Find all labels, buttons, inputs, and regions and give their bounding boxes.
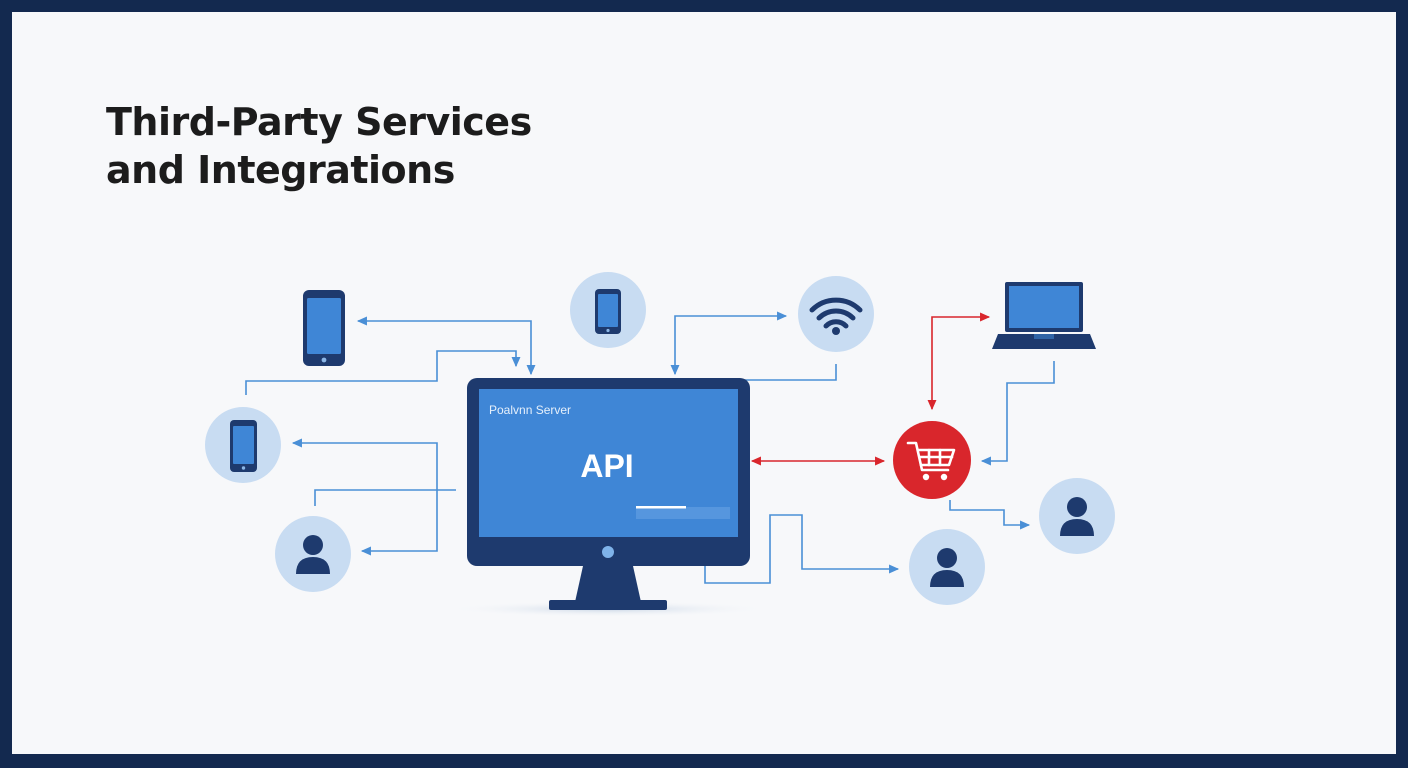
- connector-server-to-wifi-return: [662, 364, 837, 381]
- monitor-power-dot: [602, 546, 614, 558]
- page-title-line-1: Third-Party Services: [106, 100, 532, 144]
- page-title-line-2: and Integrations: [106, 148, 455, 192]
- smartphone-icon[interactable]: [303, 290, 345, 366]
- connector-laptop-to-cart: [980, 361, 1055, 466]
- connector-phone-mid-to-server: [291, 438, 438, 556]
- smartphone-icon[interactable]: [570, 272, 646, 348]
- connector-phone-top-to-server: [356, 316, 536, 376]
- connectors-red: [750, 312, 991, 466]
- screen-progress-track: [636, 507, 730, 519]
- connector-phone-left-to-server: [245, 350, 521, 395]
- connector-wifi-to-server: [670, 311, 788, 376]
- connector-cart-to-laptop: [927, 312, 991, 411]
- wifi-icon[interactable]: [798, 276, 874, 352]
- user-icon[interactable]: [1039, 478, 1115, 554]
- monitor-neck: [575, 566, 641, 602]
- connectors: [245, 311, 1055, 584]
- laptop-icon[interactable]: [992, 282, 1096, 349]
- user-icon[interactable]: [909, 529, 985, 605]
- api-label: API: [580, 448, 633, 484]
- api-server-monitor[interactable]: Poalvnn Server API: [446, 378, 770, 617]
- user-icon[interactable]: [275, 516, 351, 592]
- smartphone-icon[interactable]: [205, 407, 281, 483]
- shopping-cart-icon[interactable]: [893, 421, 971, 499]
- screen-progress-line: [636, 506, 686, 509]
- server-caption: Poalvnn Server: [489, 403, 571, 417]
- monitor-stand: [549, 600, 667, 610]
- connector-user-left-to-server: [314, 489, 456, 506]
- connector-server-to-user-bottom: [704, 514, 900, 584]
- connector-cart-to-user-right: [949, 500, 1031, 530]
- page-title: Third-Party Services and Integrations: [106, 98, 532, 194]
